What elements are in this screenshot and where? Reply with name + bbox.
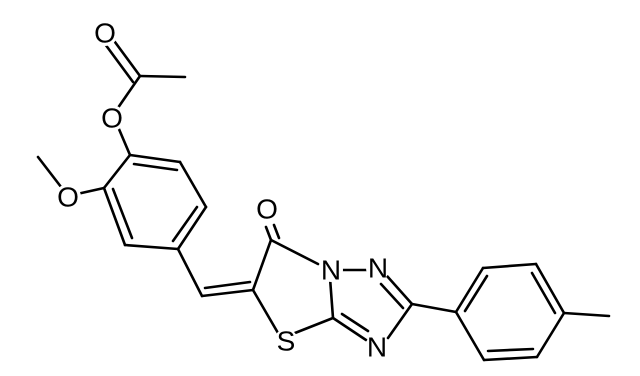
atom-carbonyl-oxygen-acetyl: O	[94, 18, 116, 49]
bond-tolyl-methyl	[562, 311, 611, 318]
bond-triazole-tolyl	[410, 302, 458, 314]
bonds	[36, 36, 611, 362]
atom-ester-oxygen: O	[101, 103, 123, 134]
bond-benzene-6	[102, 153, 132, 190]
bond-thiazole-s-c	[293, 316, 335, 335]
bond-triazole-n4-c5	[331, 316, 368, 342]
bond-benzene-4	[123, 243, 180, 251]
bond-tolyl-4	[535, 311, 566, 359]
bond-tolyl-3	[534, 262, 566, 315]
atom-labels: O O O O N N N S	[55, 18, 390, 363]
bond-benzene-1-inner	[132, 162, 179, 172]
bond-benzene-3-inner	[171, 205, 199, 243]
bond-thiazole-c5-s	[251, 288, 280, 335]
atom-thiazole-sulfur: S	[277, 326, 296, 357]
bond-thiazole-c6-n	[269, 238, 320, 266]
bond-tolyl-3-inner	[530, 271, 557, 315]
atom-ketone-oxygen: O	[256, 194, 278, 225]
atom-triazole-nitrogen-n2: N	[368, 253, 388, 284]
bond-ylidene-1	[200, 288, 255, 298]
atom-methoxy-oxygen: O	[57, 182, 79, 213]
bond-benzene-5	[102, 186, 127, 247]
bond-acetyl-methyl	[138, 74, 187, 79]
bond-tolyl-1-inner	[463, 274, 489, 313]
bond-fused	[328, 276, 335, 320]
bond-tolyl-5-inner	[486, 347, 535, 353]
bond-tolyl-5	[482, 355, 539, 362]
bond-triazole-n4-c5-inner	[340, 312, 370, 333]
bond-benzene-3	[176, 205, 208, 251]
bond-ylidene-2	[203, 280, 252, 290]
bond-triazole-c3-n4	[386, 302, 414, 340]
bond-tolyl-6	[454, 310, 486, 362]
bond-tolyl-2	[481, 262, 538, 270]
bond-ketone-2	[272, 223, 281, 240]
bond-triazole-n2-c3-inner	[379, 282, 405, 310]
bond-triazole-n2-c3	[385, 274, 414, 306]
bond-benzene-5-inner	[111, 187, 134, 240]
bond-benzene-1	[128, 153, 182, 164]
bond-benzylic	[176, 247, 204, 298]
atom-triazole-nitrogen-n4: N	[367, 332, 387, 363]
bond-benzene-2	[178, 160, 208, 209]
bond-acetyl-carbonyl-2	[103, 42, 135, 84]
bond-ketone-1	[264, 225, 273, 242]
bond-tolyl-1	[454, 266, 485, 314]
bond-acetyl-carbonyl-1	[110, 36, 142, 78]
bond-thiazole-c5-c6	[251, 238, 273, 292]
atom-bridgehead-nitrogen: N	[321, 255, 341, 286]
